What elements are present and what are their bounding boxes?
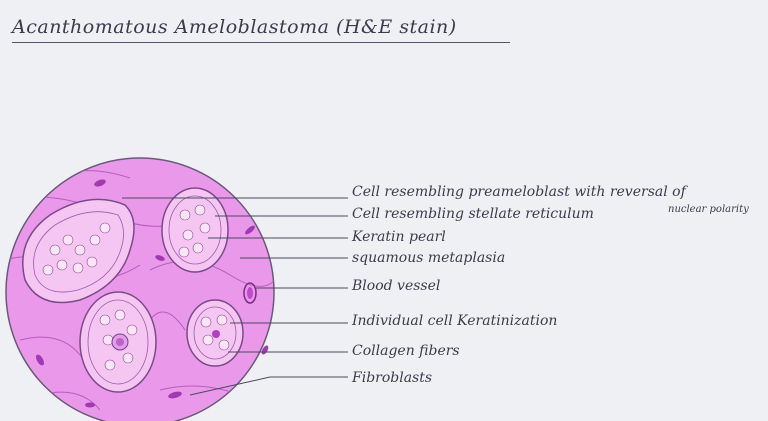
peripheral-cell-layer bbox=[168, 195, 222, 265]
label-blood-vessel: Blood vessel bbox=[352, 278, 441, 294]
blood-vessel-wall bbox=[243, 282, 257, 304]
island-outline bbox=[161, 187, 229, 273]
label-squamous-metaplasia: squamous metaplasia bbox=[352, 250, 506, 266]
label-stellate-reticulum: Cell resembling stellate reticulum bbox=[352, 206, 594, 222]
cell bbox=[192, 242, 204, 254]
diagram-title: Acanthomatous Ameloblastoma (H&E stain) bbox=[12, 16, 457, 38]
cell bbox=[202, 334, 214, 346]
cell bbox=[62, 234, 74, 246]
stellate-cells bbox=[99, 309, 138, 371]
leader-line-fibroblasts-a bbox=[189, 376, 271, 396]
cell bbox=[99, 314, 111, 326]
stellate-cells bbox=[178, 204, 211, 258]
cell bbox=[72, 262, 84, 274]
cell bbox=[178, 246, 190, 258]
fibroblast bbox=[85, 402, 95, 408]
fibroblast bbox=[36, 354, 44, 366]
cell bbox=[104, 359, 116, 371]
label-collagen-fibers: Collagen fibers bbox=[352, 343, 460, 359]
cell bbox=[216, 314, 228, 326]
cell bbox=[86, 256, 98, 268]
fibroblast bbox=[245, 225, 255, 235]
cell bbox=[89, 234, 101, 246]
label-keratin-pearl: Keratin pearl bbox=[352, 229, 446, 245]
cell bbox=[99, 222, 111, 234]
cell bbox=[218, 339, 230, 351]
cell bbox=[194, 204, 206, 216]
fibroblast bbox=[168, 391, 182, 399]
cell bbox=[42, 264, 54, 276]
fibroblast bbox=[94, 179, 106, 187]
stellate-cells bbox=[200, 314, 230, 351]
tumor-island-top-right bbox=[161, 187, 229, 273]
keratin-pearl-core bbox=[116, 338, 124, 346]
label-preameloblast: Cell resembling preameloblast with rever… bbox=[352, 184, 686, 200]
label-individual-keratinization: Individual cell Keratinization bbox=[352, 313, 558, 329]
fibroblasts-group bbox=[24, 179, 269, 408]
cell bbox=[49, 244, 61, 256]
blood-vessel bbox=[243, 282, 257, 304]
cell bbox=[122, 352, 134, 364]
cell bbox=[114, 309, 126, 321]
cell bbox=[182, 229, 194, 241]
cell bbox=[200, 316, 212, 328]
tumor-island-bottom-right bbox=[186, 299, 244, 367]
peripheral-cell-layer bbox=[87, 299, 149, 385]
cell bbox=[126, 324, 138, 336]
stellate-cells bbox=[42, 222, 111, 276]
tumor-island-bottom-center bbox=[79, 291, 157, 393]
tissue-section bbox=[5, 157, 275, 421]
leader-lines bbox=[122, 197, 348, 396]
label-fibroblasts: Fibroblasts bbox=[352, 370, 433, 386]
cell bbox=[179, 209, 191, 221]
keratinized-cell bbox=[212, 330, 220, 338]
keratin-pearl bbox=[111, 333, 129, 351]
label-nuclear-polarity: nuclear polarity bbox=[668, 204, 749, 215]
cell bbox=[199, 222, 211, 234]
cell bbox=[102, 334, 114, 346]
tumor-island-left bbox=[22, 198, 135, 304]
fibroblast bbox=[155, 255, 165, 261]
blood-vessel-lumen bbox=[247, 287, 253, 299]
collagen-fiber bbox=[149, 260, 274, 287]
peripheral-cell-layer bbox=[193, 306, 237, 360]
cell bbox=[56, 259, 68, 271]
peripheral-cell-layer bbox=[33, 211, 124, 293]
title-underline bbox=[12, 42, 510, 43]
collagen-fiber bbox=[149, 311, 186, 331]
cell bbox=[74, 244, 86, 256]
